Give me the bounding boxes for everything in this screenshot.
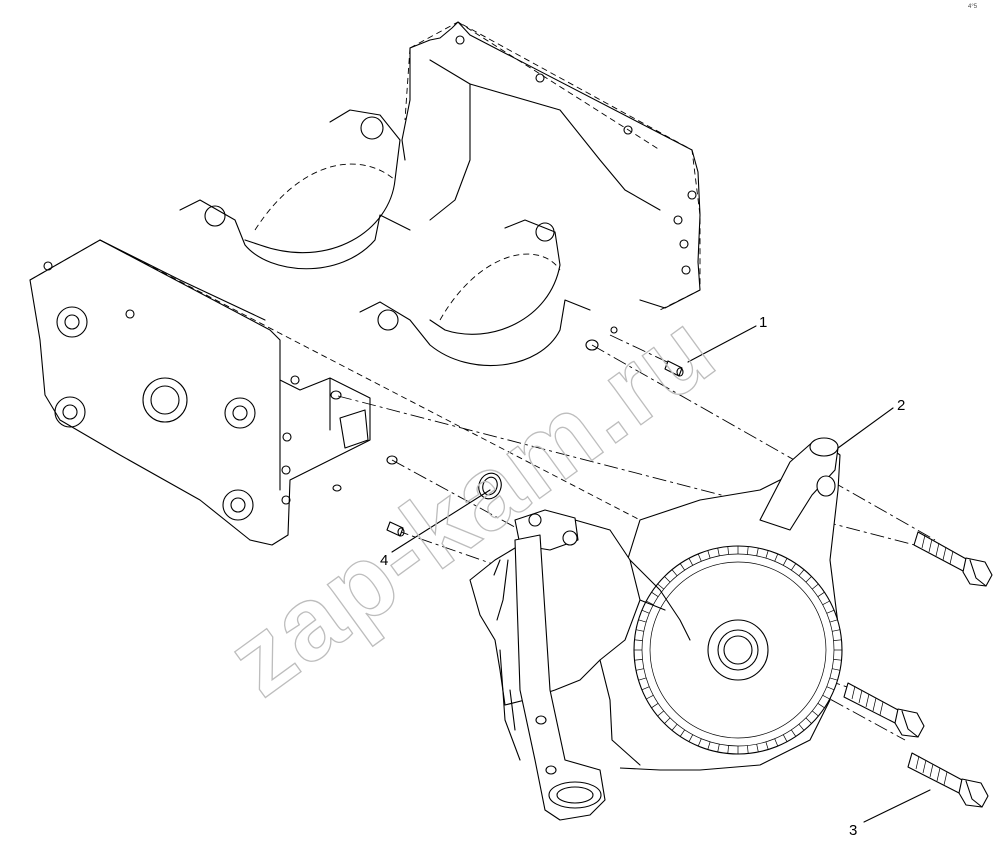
gear-tooth — [634, 639, 643, 641]
callout-4: 4 — [380, 552, 388, 569]
gear-tooth — [651, 703, 659, 709]
gear-tooth — [651, 591, 659, 597]
bolt-upper — [913, 531, 993, 587]
gear-tooth — [717, 547, 720, 556]
gear-tooth — [817, 703, 825, 709]
gear-tooth — [671, 569, 678, 577]
gear-tooth — [765, 741, 769, 750]
gear-tooth — [791, 563, 797, 571]
gear-tooth — [765, 550, 769, 559]
gear-tooth — [774, 553, 779, 562]
gear-tooth — [641, 686, 650, 691]
gear-tooth — [697, 553, 702, 562]
gear-tooth — [646, 600, 654, 606]
gear-tooth — [641, 609, 650, 614]
gear-tooth — [657, 710, 665, 717]
callout-leaders — [391, 325, 931, 823]
gear-tooth — [635, 629, 644, 632]
gear-tooth — [811, 710, 819, 717]
gear-tooth — [635, 668, 644, 671]
gear-tooth — [727, 546, 729, 555]
gear-tooth — [833, 639, 842, 641]
gear-tooth — [811, 583, 819, 590]
gear-tooth — [634, 659, 643, 661]
engine-block-housing — [29, 21, 701, 546]
gear-tooth — [638, 677, 647, 681]
gear-tooth — [817, 591, 825, 597]
gear-tooth — [671, 723, 678, 731]
gear-tooth — [664, 576, 671, 583]
gear-tooth — [782, 734, 788, 742]
gear-tooth — [791, 729, 797, 737]
gear-tooth — [829, 619, 838, 623]
gear-tooth — [657, 583, 665, 590]
gear-tooth — [805, 717, 812, 724]
callout-3: 3 — [849, 822, 857, 839]
gear-tooth — [798, 723, 805, 731]
gear-tooth — [774, 738, 779, 747]
callout-1: 1 — [759, 314, 767, 331]
gear-tooth — [697, 738, 702, 747]
gear-tooth — [707, 550, 711, 559]
gear-tooth — [782, 558, 788, 566]
gear-tooth — [679, 729, 685, 737]
gear-tooth — [646, 694, 654, 700]
o-ring-seal — [478, 472, 502, 500]
gear-tooth — [822, 600, 830, 606]
gear-tooth — [829, 677, 838, 681]
gear-tooth — [717, 744, 720, 753]
gear-tooth — [805, 576, 812, 583]
bolt-middle — [843, 682, 925, 738]
dowel-pin-upper — [664, 360, 684, 377]
gear-tooth — [727, 745, 729, 754]
gear-tooth — [826, 609, 835, 614]
dowel-pin-lower — [386, 521, 405, 537]
gear-tooth — [826, 686, 835, 691]
gear-tooth — [756, 744, 759, 753]
corner-mark: 4°5 — [968, 4, 978, 10]
gear-tooth — [798, 569, 805, 577]
gear-tooth — [822, 694, 830, 700]
gear-teeth — [634, 546, 842, 754]
callout-2: 2 — [897, 397, 905, 414]
gear-tooth — [707, 741, 711, 750]
bolt-lower — [907, 752, 989, 808]
oil-pump-assembly — [469, 437, 843, 821]
gear-tooth — [664, 717, 671, 724]
gear-tooth — [638, 619, 647, 623]
gear-tooth — [832, 629, 841, 632]
gear-tooth — [756, 547, 759, 556]
gear-tooth — [679, 563, 685, 571]
gear-tooth — [747, 546, 749, 555]
gear-tooth — [747, 745, 749, 754]
gear-tooth — [688, 734, 694, 742]
gear-tooth — [688, 558, 694, 566]
gear-tooth — [832, 668, 841, 671]
gear-tooth — [833, 659, 842, 661]
